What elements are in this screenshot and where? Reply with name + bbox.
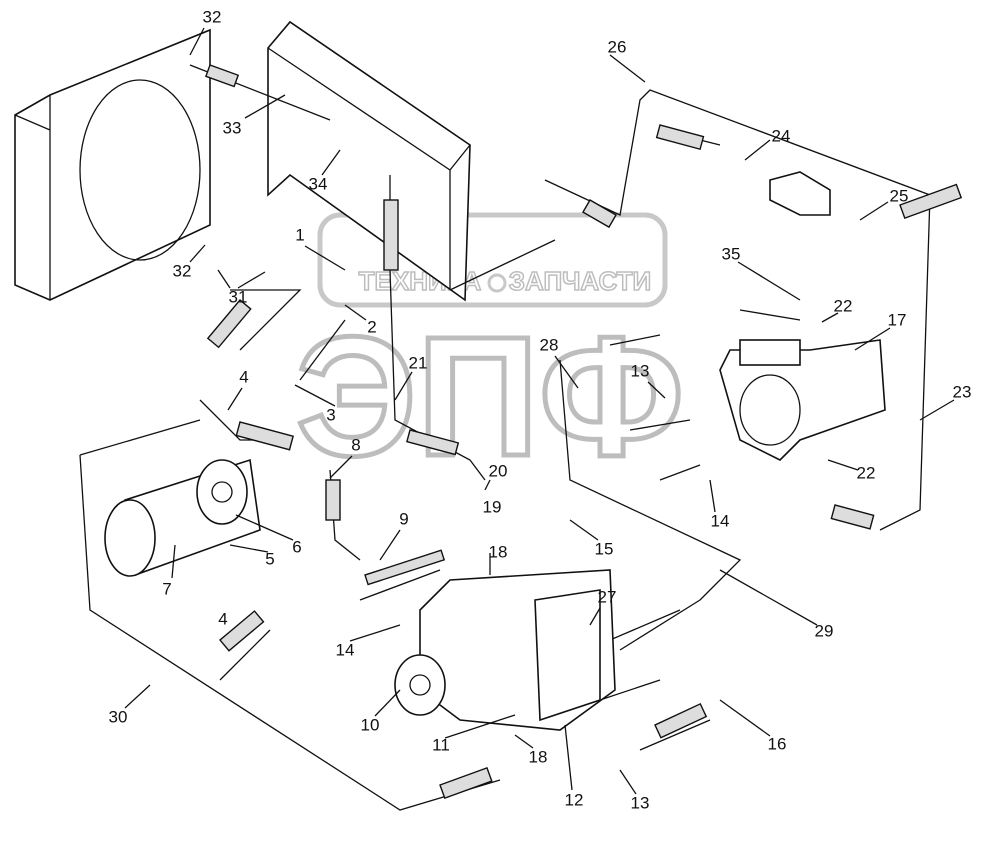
callout-32: 32 xyxy=(173,261,192,280)
leader-lines xyxy=(124,27,955,795)
callout-22: 22 xyxy=(834,296,853,315)
junction-block xyxy=(769,171,831,216)
gear-icon xyxy=(487,273,507,293)
callout-21: 21 xyxy=(409,353,428,372)
callout-4: 4 xyxy=(239,367,248,386)
hoses xyxy=(79,64,963,811)
callout-31: 31 xyxy=(229,287,248,306)
callout-8: 8 xyxy=(351,435,360,454)
callout-26: 26 xyxy=(608,37,627,56)
callout-33: 33 xyxy=(223,118,242,137)
callouts: 32 33 34 1 32 31 2 26 24 25 35 22 17 28 … xyxy=(109,7,972,812)
callout-10: 10 xyxy=(361,715,380,734)
callout-11: 11 xyxy=(432,735,450,754)
hydraulic-motor xyxy=(719,339,886,461)
callout-35: 35 xyxy=(722,244,741,263)
watermark-text-2: ЗАПЧАСТИ xyxy=(509,266,652,296)
callout-14: 14 xyxy=(336,640,355,659)
callout-13: 13 xyxy=(631,361,650,380)
callout-1: 1 xyxy=(295,225,304,244)
callout-23: 23 xyxy=(953,382,972,401)
callout-28: 28 xyxy=(540,335,559,354)
callout-5: 5 xyxy=(265,549,274,568)
callout-15: 15 xyxy=(595,539,614,558)
callout-22: 22 xyxy=(857,463,876,482)
hydraulic-tank xyxy=(267,20,556,302)
callout-3: 3 xyxy=(326,405,335,424)
callout-27: 27 xyxy=(598,587,617,606)
callout-17: 17 xyxy=(888,310,907,329)
callout-2: 2 xyxy=(367,317,376,336)
callout-32: 32 xyxy=(203,7,222,26)
callout-16: 16 xyxy=(768,734,787,753)
callout-24: 24 xyxy=(772,126,791,145)
callout-30: 30 xyxy=(109,707,128,726)
watermark: ТЕХНИКА ЗАПЧАСТИ ЭПФ xyxy=(293,212,687,495)
callout-13: 13 xyxy=(631,793,650,812)
callout-9: 9 xyxy=(399,509,408,528)
callout-19: 19 xyxy=(483,497,502,516)
callout-25: 25 xyxy=(890,186,909,205)
callout-34: 34 xyxy=(309,174,328,193)
oil-cooler xyxy=(14,28,211,301)
hydraulic-pump xyxy=(394,569,616,731)
filter xyxy=(104,458,261,577)
callout-18: 18 xyxy=(489,542,508,561)
watermark-logo: ЭПФ xyxy=(296,302,684,492)
callout-14: 14 xyxy=(711,511,730,530)
callout-6: 6 xyxy=(292,537,301,556)
callout-7: 7 xyxy=(162,579,171,598)
callout-4: 4 xyxy=(218,609,227,628)
callout-20: 20 xyxy=(489,461,508,480)
callout-18: 18 xyxy=(529,747,548,766)
callout-12: 12 xyxy=(565,790,584,809)
callout-29: 29 xyxy=(815,621,834,640)
